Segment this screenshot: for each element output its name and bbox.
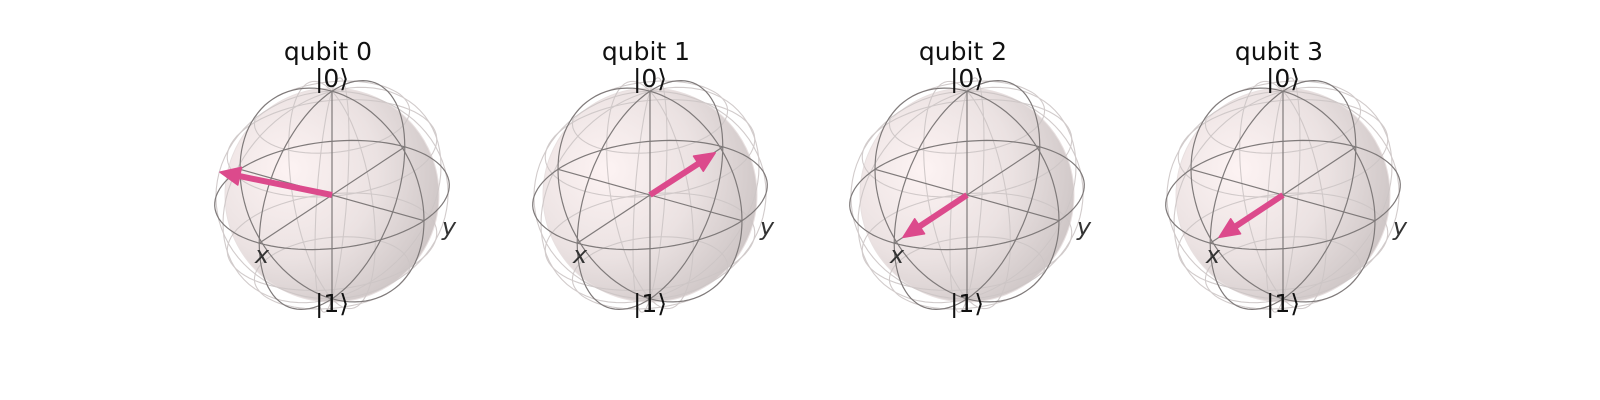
- bloch-sphere-1: qubit 1|0⟩ |1⟩ x y: [532, 37, 775, 318]
- bloch-sphere-2: qubit 2|0⟩ |1⟩ x y: [849, 37, 1092, 318]
- x-axis-label: x: [889, 241, 905, 269]
- state-vector-arrowhead: [1218, 218, 1242, 239]
- sphere-title: qubit 0: [284, 37, 372, 66]
- state-vector-shaft: [1232, 192, 1285, 230]
- north-pole-label: |0⟩: [633, 64, 667, 93]
- south-pole-label: |1⟩: [315, 289, 349, 318]
- state-vector-arrowhead: [692, 152, 716, 172]
- x-axis-label: x: [254, 241, 270, 269]
- sphere-title: qubit 2: [919, 37, 1007, 66]
- state-vector-arrowhead: [219, 166, 243, 186]
- sphere-title: qubit 1: [602, 37, 690, 66]
- yz-great-circle: [557, 87, 743, 303]
- north-pole-label: |0⟩: [1266, 64, 1300, 93]
- y-axis-label: y: [1076, 213, 1092, 241]
- x-axis-label: x: [1205, 241, 1221, 269]
- yz-great-circle: [874, 87, 1060, 303]
- y-axis-label: y: [759, 213, 775, 241]
- yz-great-circle: [1190, 87, 1376, 303]
- south-pole-label: |1⟩: [633, 289, 667, 318]
- yz-great-circle: [239, 87, 425, 303]
- x-axis-label: x: [572, 241, 588, 269]
- south-pole-label: |1⟩: [1266, 289, 1300, 318]
- sphere-title: qubit 3: [1235, 37, 1323, 66]
- y-axis-label: y: [441, 213, 457, 241]
- state-vector-arrowhead: [902, 218, 926, 239]
- y-axis-label: y: [1392, 213, 1408, 241]
- state-vector-shaft: [648, 160, 702, 198]
- south-pole-label: |1⟩: [950, 289, 984, 318]
- bloch-sphere-0: qubit 0|0⟩ |1⟩ x y: [214, 37, 457, 318]
- north-pole-label: |0⟩: [315, 64, 349, 93]
- state-vector-shaft: [916, 192, 969, 230]
- state-vector-shaft: [237, 172, 333, 198]
- bloch-sphere-3: qubit 3|0⟩ |1⟩ x y: [1165, 37, 1408, 318]
- north-pole-label: |0⟩: [950, 64, 984, 93]
